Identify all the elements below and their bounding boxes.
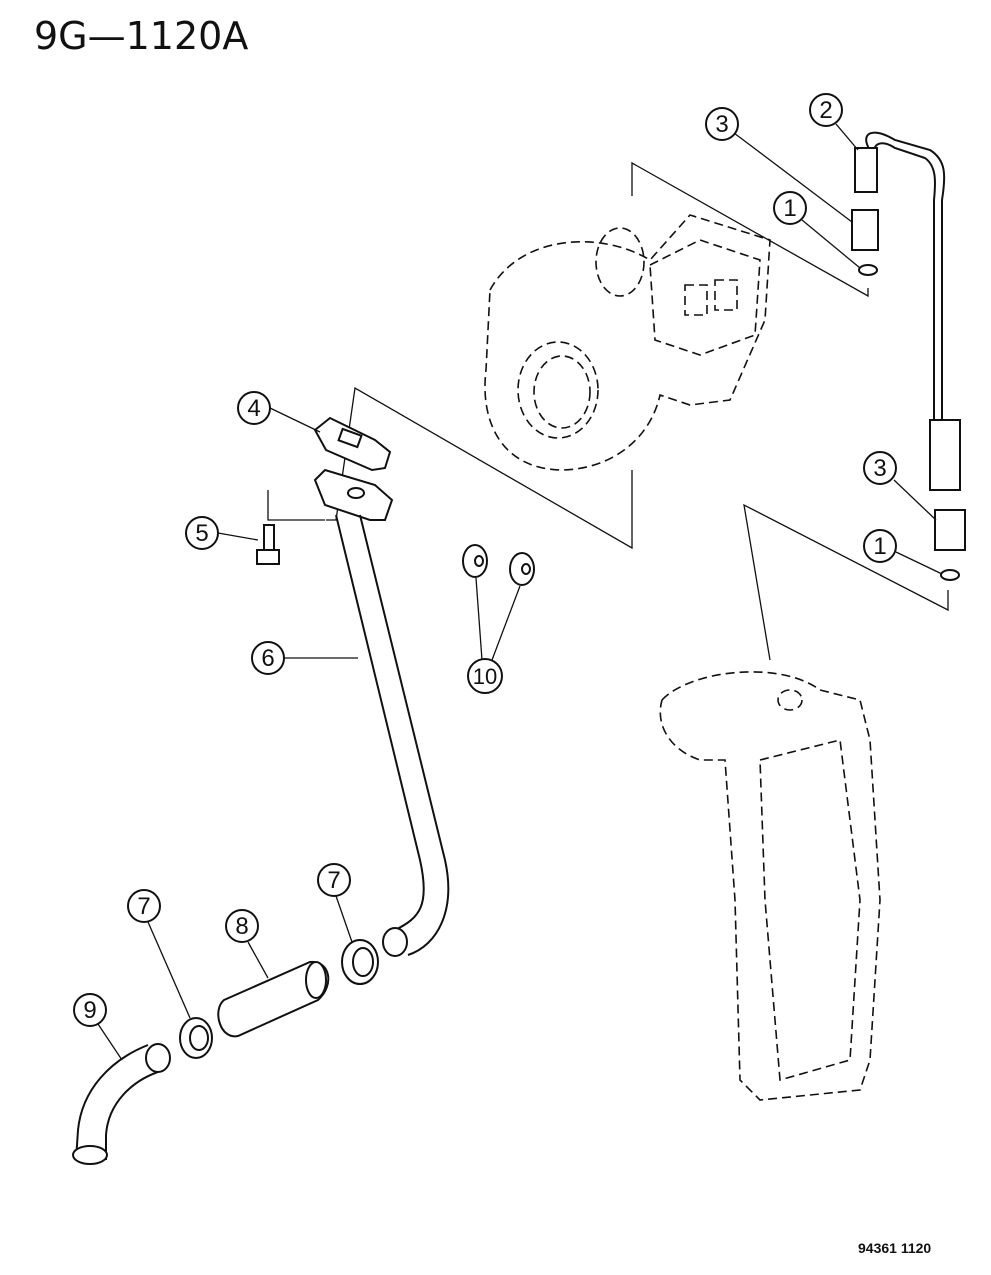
- drain-tube-left: [335, 514, 425, 931]
- washers-10: [462, 544, 535, 586]
- leader-10a: [475, 577, 483, 661]
- leader-7-right: [335, 895, 353, 943]
- washer-upper: [858, 264, 878, 276]
- elbow-top-end: [145, 1043, 171, 1073]
- elbow-inner: [105, 1069, 165, 1160]
- flange-port: [347, 487, 365, 499]
- callout-9-label: 9: [83, 997, 96, 1024]
- leader-9: [97, 1023, 123, 1061]
- gasket-plate: [313, 416, 392, 472]
- leader-5: [217, 532, 259, 541]
- leader-3-upper: [733, 132, 853, 223]
- callout-2-label: 2: [819, 97, 832, 124]
- turbo-outlet-inner: [533, 355, 591, 429]
- callout-1-upper: [773, 191, 807, 225]
- callout-3-lower: [863, 451, 897, 485]
- callout-8: [225, 909, 259, 943]
- callout-2: [809, 93, 843, 127]
- callout-5: [185, 516, 219, 550]
- fitting-lower: [934, 509, 966, 551]
- feed-tube-outer: [865, 131, 946, 420]
- flange-port-1: [684, 284, 708, 316]
- callout-7-left: [127, 889, 161, 923]
- explosion-guides: [267, 161, 949, 661]
- drain-flange: [313, 468, 394, 521]
- hose-clamps: [179, 939, 379, 1059]
- callout-10-label: 10: [473, 664, 497, 689]
- turbocharger-outline: [484, 214, 771, 471]
- callout-7-left-label: 7: [137, 893, 150, 920]
- leader-1-lower: [895, 551, 943, 575]
- fitting-upper: [851, 209, 879, 251]
- turbo-outlet: [517, 341, 599, 439]
- block-port: [777, 689, 803, 711]
- washer-lower: [940, 569, 960, 581]
- tube-nut-lower: [929, 419, 961, 491]
- callout-4: [237, 391, 271, 425]
- guide-bolt: [267, 490, 325, 521]
- callout-10: [467, 658, 503, 694]
- drain-gasket: [313, 416, 392, 472]
- gasket-port: [337, 427, 363, 449]
- drain-tube-end: [382, 927, 408, 957]
- turbo-exhaust-flange: [649, 239, 761, 356]
- leader-2: [835, 123, 859, 151]
- block-housing: [659, 671, 881, 1101]
- callout-7-right: [317, 863, 351, 897]
- leader-1-upper: [801, 219, 861, 269]
- callout-3-upper-label: 3: [715, 111, 728, 138]
- flange-port-2: [714, 279, 738, 311]
- callout-4-label: 4: [247, 395, 260, 422]
- clamp-right-inner: [352, 947, 374, 977]
- leader-8: [247, 941, 269, 979]
- callout-3-upper: [705, 107, 739, 141]
- callout-5-label: 5: [195, 520, 208, 547]
- bolt-head: [256, 549, 280, 565]
- callout-3-lower-label: 3: [873, 455, 886, 482]
- leader-10b: [491, 585, 521, 661]
- callout-1-upper-label: 1: [783, 195, 796, 222]
- guide-upper: [631, 161, 869, 298]
- hose: [217, 960, 330, 1038]
- clamp-left-inner: [189, 1025, 209, 1051]
- engine-block-outline: [659, 671, 881, 1101]
- washer-10a-hole: [474, 555, 484, 567]
- leader-3-lower: [893, 479, 937, 521]
- elbow-bottom-end: [72, 1145, 108, 1165]
- tube-nut-upper: [854, 147, 878, 193]
- figure-reference: 94361 1120: [858, 1240, 932, 1256]
- callout-7-right-label: 7: [327, 867, 340, 894]
- leader-7-left: [147, 921, 191, 1019]
- oil-drain-tube: [335, 514, 450, 957]
- drain-tube-right: [359, 514, 450, 956]
- hose-end: [305, 961, 327, 999]
- leader-4: [269, 407, 321, 433]
- block-inner: [759, 739, 861, 1082]
- guide-middle: [326, 386, 633, 550]
- feed-tube-inner: [873, 142, 936, 420]
- oil-feed-tube: [854, 131, 961, 491]
- callout-8-label: 8: [235, 913, 248, 940]
- bolt-shank: [263, 524, 275, 554]
- callout-6-label: 6: [261, 645, 274, 672]
- washer-10b-hole: [521, 563, 531, 575]
- callouts: 1 2 3 3 1 4 5: [73, 93, 943, 1061]
- callout-6: [251, 641, 285, 675]
- bolt: [256, 524, 280, 565]
- turbo-inlet-flange: [595, 227, 645, 297]
- drawing-id: 9G—1120A: [34, 14, 249, 58]
- turbo-housing: [484, 214, 771, 471]
- fittings-lower: [934, 509, 966, 581]
- guide-lower: [743, 503, 949, 661]
- elbow-tube: [72, 1043, 171, 1165]
- callout-1-lower: [863, 529, 897, 563]
- callout-1-lower-label: 1: [873, 533, 886, 560]
- fittings-upper: [851, 209, 879, 276]
- callout-9: [73, 993, 107, 1027]
- elbow-outer: [75, 1044, 149, 1161]
